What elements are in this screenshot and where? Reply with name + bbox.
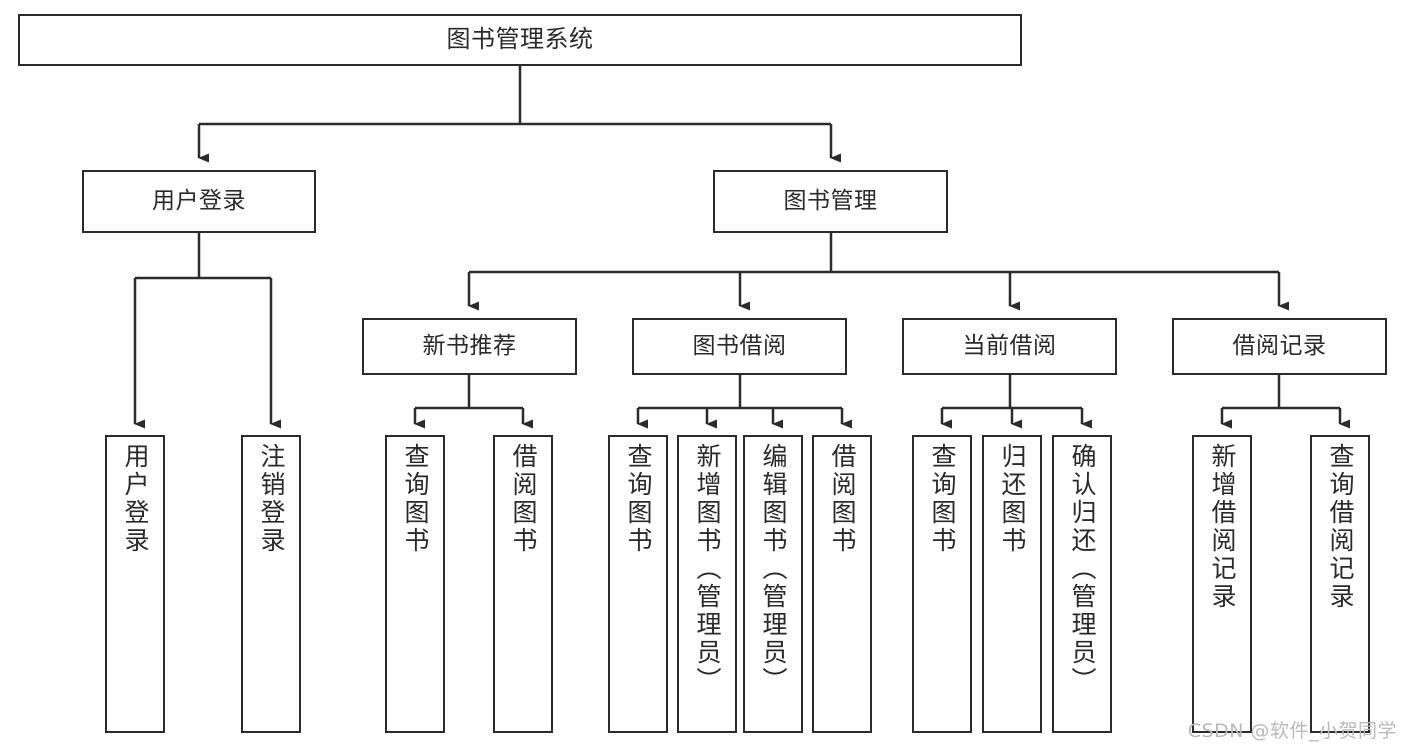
node-label: 图书管理	[783, 188, 878, 215]
node-user-login[interactable]: 用户登录	[82, 170, 316, 233]
node-label: 借阅记录	[1232, 333, 1327, 360]
node-book-manage[interactable]: 图书管理	[713, 170, 948, 233]
node-label: 查询图书	[624, 443, 653, 555]
node-label: 查询图书	[928, 443, 957, 555]
node-book-borrow[interactable]: 图书借阅	[632, 318, 847, 375]
connectors-new-book-rec	[413, 375, 533, 429]
node-label: 图书借阅	[692, 333, 787, 360]
node-leaf-current-confirm-return-admin[interactable]: 确认归还（管理员）	[1052, 435, 1112, 733]
connectors-book-borrow	[636, 375, 852, 429]
connectors-borrow-record	[1220, 375, 1350, 429]
node-leaf-borrow-edit-book-admin[interactable]: 编辑图书（管理员）	[743, 435, 803, 733]
node-label: 查询借阅记录	[1326, 443, 1355, 611]
connectors-root	[197, 66, 841, 163]
node-root-system[interactable]: 图书管理系统	[18, 14, 1022, 66]
node-label: 借阅图书	[828, 443, 857, 555]
node-label: 当前借阅	[962, 333, 1057, 360]
node-label: 用户登录	[121, 443, 150, 555]
node-label: 确认归还（管理员）	[1068, 443, 1097, 695]
node-label: 查询图书	[401, 443, 430, 555]
node-leaf-rec-query-book[interactable]: 查询图书	[385, 435, 445, 733]
node-label: 新增借阅记录	[1208, 443, 1237, 611]
node-leaf-user-logout[interactable]: 注销登录	[241, 435, 301, 733]
node-leaf-current-query-book[interactable]: 查询图书	[912, 435, 972, 733]
node-leaf-current-return-book[interactable]: 归还图书	[982, 435, 1042, 733]
connectors-current-borrow	[940, 375, 1092, 429]
connectors-book-manage	[467, 233, 1289, 311]
node-label: 图书管理系统	[446, 25, 594, 54]
node-current-borrow[interactable]: 当前借阅	[902, 318, 1117, 375]
node-label: 借阅图书	[509, 443, 538, 555]
node-leaf-record-query[interactable]: 查询借阅记录	[1310, 435, 1370, 733]
node-label: 注销登录	[257, 443, 286, 555]
node-label: 新书推荐	[422, 333, 517, 360]
node-label: 用户登录	[152, 188, 246, 215]
node-leaf-borrow-borrow-book[interactable]: 借阅图书	[812, 435, 872, 733]
node-borrow-record[interactable]: 借阅记录	[1172, 318, 1387, 375]
node-leaf-rec-borrow-book[interactable]: 借阅图书	[493, 435, 553, 733]
node-new-book-recommend[interactable]: 新书推荐	[362, 318, 577, 375]
node-label: 编辑图书（管理员）	[759, 443, 788, 695]
node-leaf-record-add[interactable]: 新增借阅记录	[1192, 435, 1252, 733]
node-leaf-user-login[interactable]: 用户登录	[105, 435, 165, 733]
node-leaf-borrow-query-book[interactable]: 查询图书	[608, 435, 668, 733]
node-leaf-borrow-add-book-admin[interactable]: 新增图书（管理员）	[677, 435, 737, 733]
node-label: 归还图书	[998, 443, 1027, 555]
node-label: 新增图书（管理员）	[693, 443, 722, 695]
connectors-user-login	[133, 233, 281, 429]
